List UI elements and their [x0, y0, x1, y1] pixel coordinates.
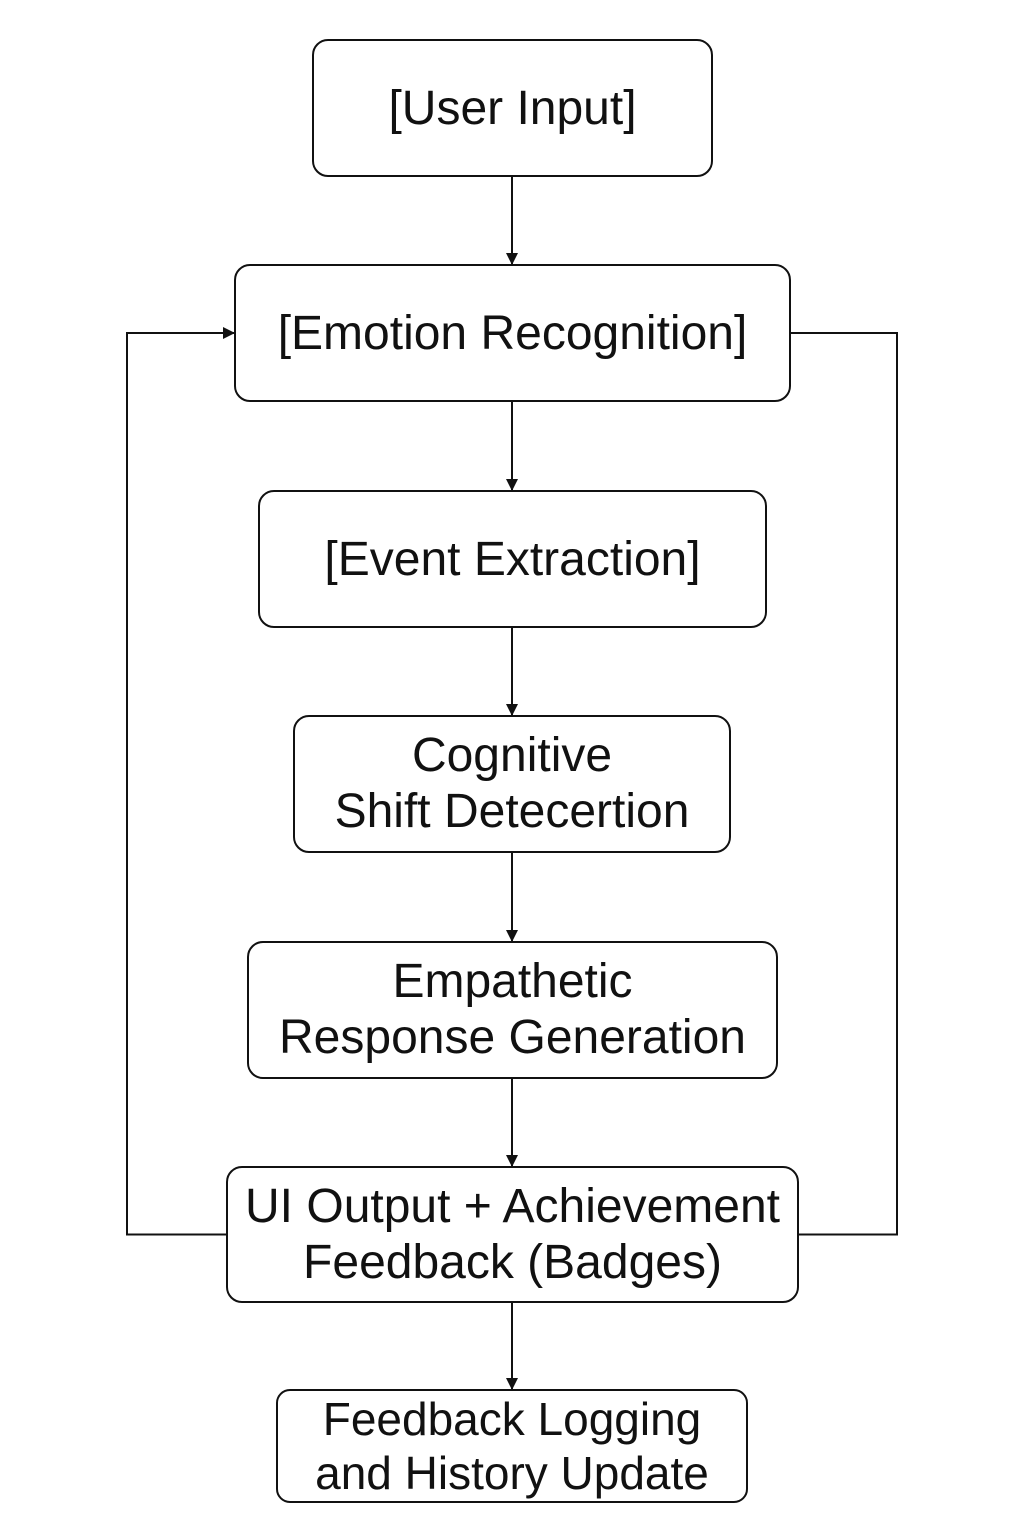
node-event-extraction: [Event Extraction] [258, 490, 767, 628]
edge-emotion-recognition-to-ui-output [791, 332, 898, 1236]
node-emotion-recognition: [Emotion Recognition] [234, 264, 791, 402]
node-feedback-logging-line-1: Feedback Logging [322, 1393, 702, 1445]
node-ui-output-line-2: Feedback (Badges) [303, 1235, 722, 1289]
node-cognitive-shift-line-2: Shift Detecertion [334, 785, 690, 838]
node-feedback-logging-line-2: and History Update [315, 1447, 709, 1499]
node-event-extraction-line-1: [Event Extraction] [324, 532, 701, 586]
node-cognitive-shift: Cognitive Shift Detecertion [293, 715, 731, 853]
node-emotion-recognition-line-1: [Emotion Recognition] [277, 306, 748, 360]
node-user-input-line-1: [User Input] [388, 81, 637, 135]
node-cognitive-shift-line-1: Cognitive [411, 729, 613, 782]
node-empathetic-response: Empathetic Response Generation [247, 941, 778, 1079]
edge-ui-output-to-emotion-recognition [126, 327, 235, 1236]
node-ui-output: UI Output + Achievement Feedback (Badges… [226, 1166, 799, 1303]
node-empathetic-response-line-1: Empathetic [392, 955, 633, 1008]
node-ui-output-line-1: UI Output + Achievement [245, 1179, 780, 1233]
node-user-input: [User Input] [312, 39, 713, 177]
node-feedback-logging: Feedback Logging and History Update [276, 1389, 748, 1503]
node-empathetic-response-line-2: Response Generation [279, 1011, 746, 1064]
